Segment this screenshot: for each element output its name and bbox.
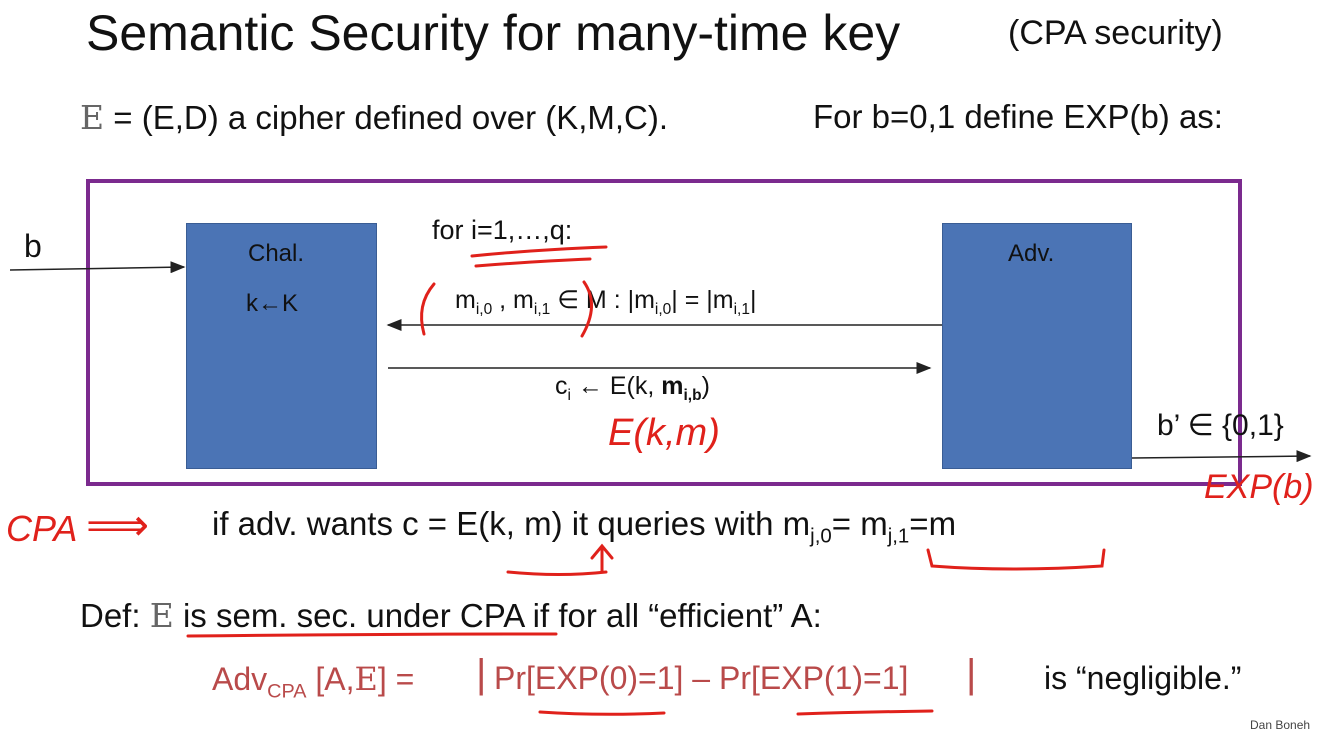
response-c-sub: i	[567, 387, 571, 404]
adversary-box	[942, 223, 1132, 469]
experiment-frame	[86, 179, 1242, 486]
query-m1-sub: i,1	[533, 301, 551, 318]
cipher-symbol: E	[80, 98, 105, 137]
challenger-key: k←K	[246, 290, 299, 317]
cpa-tail: =m	[909, 505, 957, 542]
response-arrow-text: ← E(k,	[570, 372, 662, 400]
cipher-definition-line: E = (E,D) a cipher defined over (K,M,C).	[80, 98, 668, 137]
definition-cipher-symbol: E	[149, 596, 174, 635]
negligible-text: is “negligible.”	[1044, 660, 1242, 696]
query-len1-sub: i,1	[733, 301, 750, 318]
loop-label: for i=1,…,q:	[432, 215, 573, 245]
advantage-label: Adv	[212, 661, 268, 697]
security-definition: Def: E is sem. sec. under CPA if for all…	[80, 596, 822, 635]
query-m0-sub: i,0	[475, 301, 493, 318]
response-close: )	[701, 372, 710, 400]
response-message: ci ← E(k, mi,b)	[555, 372, 710, 405]
underline-m-arrow	[506, 570, 608, 576]
advantage-lhs: AdvCPA [A,E] =	[212, 660, 414, 703]
abs-bar-right: |	[966, 652, 977, 696]
query-sep: ,	[492, 286, 514, 314]
slide-title-subtitle: (CPA security)	[1008, 14, 1223, 52]
annotation-cpa-arrow: ⟹	[86, 501, 150, 550]
cpa-mj1-sub: j,1	[887, 524, 910, 548]
advantage-sub: CPA	[267, 680, 307, 703]
response-mb: m	[661, 372, 684, 400]
advantage-args-open: [A,	[306, 661, 355, 697]
cpa-explanation: if adv. wants c = E(k, m) it queries wit…	[212, 505, 956, 549]
query-len-close: |	[749, 286, 757, 314]
output-b-prime: b’ ∈ {0,1}	[1157, 409, 1284, 442]
query-m0: m	[455, 286, 476, 314]
abs-bar-left: |	[476, 652, 487, 696]
query-m1: m	[513, 286, 534, 314]
advantage-expression: Pr[EXP(0)=1] – Pr[EXP(1)=1]	[494, 660, 909, 696]
advantage-args-symbol: E	[354, 660, 378, 698]
experiment-definition-text: For b=0,1 define EXP(b) as:	[813, 98, 1223, 135]
annotation-exp-b: EXP(b)	[1204, 468, 1314, 506]
bracket-mj	[926, 548, 1106, 571]
cpa-mj1: m	[860, 505, 888, 542]
adversary-label: Adv.	[1008, 240, 1055, 267]
cpa-mj0: m	[782, 505, 811, 542]
cpa-mj0-sub: j,0	[810, 524, 832, 548]
query-len-mid: | = |m	[671, 286, 734, 314]
response-mb-sub: i,b	[683, 387, 702, 404]
definition-text: is sem. sec. under CPA if for all “effic…	[173, 597, 822, 634]
advantage-args-close: ] =	[377, 661, 415, 697]
cpa-explanation-text: if adv. wants c = E(k, m) it queries wit…	[212, 505, 783, 542]
definition-prefix: Def:	[80, 597, 150, 634]
underline-pr1	[796, 709, 934, 716]
author-credit: Dan Boneh	[1250, 718, 1311, 732]
cpa-eq: =	[831, 505, 861, 542]
challenger-box	[186, 223, 377, 469]
query-len-open: |m	[627, 286, 655, 314]
query-len0-sub: i,0	[654, 301, 672, 318]
annotation-e-km: E(k,m)	[608, 412, 720, 454]
response-c: c	[555, 372, 568, 400]
cipher-definition-text: = (E,D) a cipher defined over (K,M,C).	[104, 99, 669, 136]
input-b-label: b	[24, 228, 42, 264]
annotation-cpa: CPA	[6, 508, 78, 549]
underline-pr0	[538, 710, 666, 716]
query-message: mi,0 , mi,1 ∈ M : |mi,0| = |mi,1|	[455, 285, 756, 319]
slide-title: Semantic Security for many-time key	[86, 5, 901, 61]
query-in-M: ∈ M :	[550, 286, 628, 314]
challenger-label: Chal.	[248, 240, 305, 267]
